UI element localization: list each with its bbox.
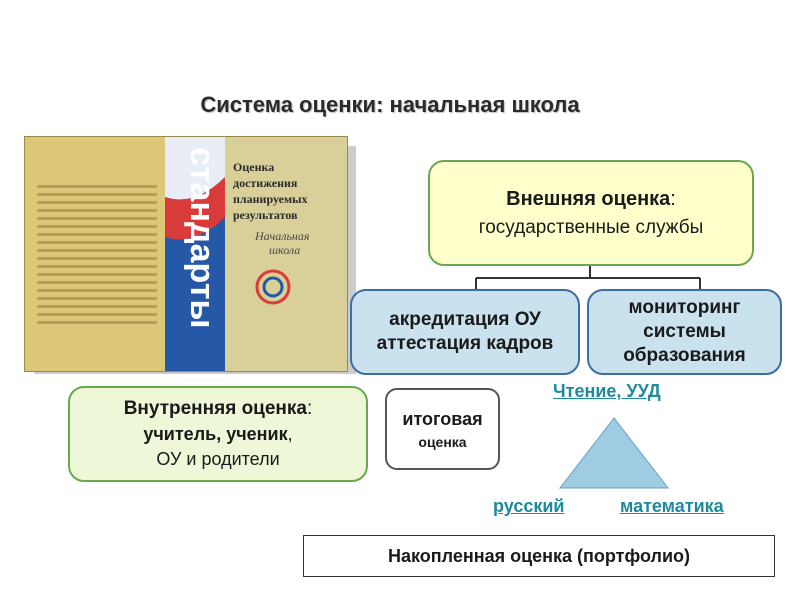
final-assessment-box: итоговая оценка (385, 388, 500, 470)
russian-link[interactable]: русский (493, 496, 565, 516)
accreditation-box: акредитация ОУ аттестация кадров (350, 289, 580, 375)
external-assessment-box: Внешняя оценка: государственные службы (428, 160, 754, 266)
standards-logo-icon (255, 269, 291, 305)
slide-title: Система оценки: начальная школа (200, 92, 580, 117)
book-back-text (37, 185, 157, 329)
internal-participants: учитель, ученик (143, 424, 288, 444)
reading-link[interactable]: Чтение, УУД (553, 381, 661, 401)
external-heading: Внешняя оценка (506, 187, 671, 210)
book-cover-school: Начальная школа (255, 229, 310, 257)
book-flag-stripes (165, 137, 225, 371)
monitoring-box: мониторинг системы образования (587, 289, 782, 375)
math-link[interactable]: математика (620, 496, 724, 516)
internal-parents: ОУ и родители (156, 449, 280, 469)
external-subtitle: государственные службы (478, 216, 704, 238)
internal-heading: Внутренняя оценка (123, 398, 307, 419)
standards-book-image: стандарты Оценка достижения планируемых … (24, 136, 348, 372)
accumulated-assessment-box: Накопленная оценка (портфолио) (303, 535, 775, 577)
triangle-shape (558, 417, 670, 489)
book-cover-title: Оценка достижения планируемых результато… (233, 160, 308, 222)
internal-assessment-box: Внутренняя оценка: учитель, ученик, ОУ и… (68, 386, 368, 482)
book-front-cover: Оценка достижения планируемых результато… (225, 137, 347, 371)
